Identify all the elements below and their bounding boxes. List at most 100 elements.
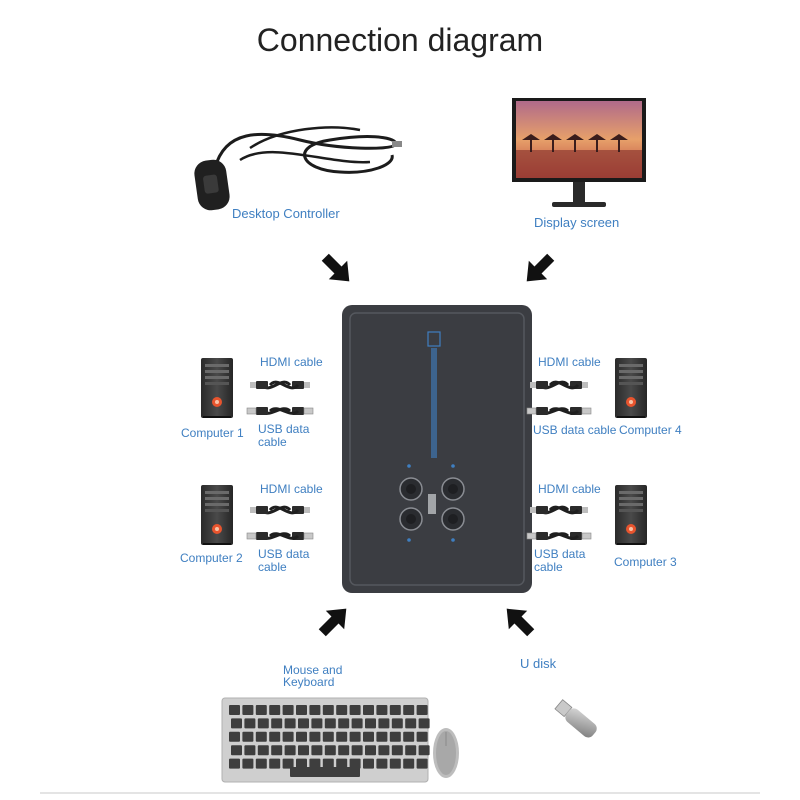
keyboard-key xyxy=(378,718,390,729)
keyboard-key xyxy=(365,745,376,756)
arrow-up-left-icon xyxy=(497,599,540,642)
usb-data-cable-label-4: USB data cable xyxy=(533,423,617,437)
usb-data-label-1: USB data xyxy=(258,422,310,436)
keyboard-key xyxy=(351,718,363,729)
cable-label-1: cable xyxy=(258,435,287,449)
keyboard-key xyxy=(324,745,336,756)
mouse-keyboard-label-line1: Mouse and xyxy=(283,663,343,677)
keyboard-key xyxy=(416,731,428,742)
u-disk-label: U disk xyxy=(520,656,557,671)
keyboard-key xyxy=(255,758,267,769)
keyboard-key xyxy=(231,718,242,729)
keyboard-key xyxy=(365,718,376,729)
keyboard-key xyxy=(338,718,350,729)
computer-4-label: Computer 4 xyxy=(619,423,682,437)
keyboard-key xyxy=(255,705,267,715)
keyboard-key xyxy=(336,758,348,769)
keyboard-key xyxy=(378,745,390,756)
keyboard-key xyxy=(244,718,256,729)
keyboard-key xyxy=(282,731,294,742)
cable-label-3: cable xyxy=(534,560,563,574)
keyboard-key xyxy=(403,705,415,715)
computer-3-label: Computer 3 xyxy=(614,555,677,569)
keyboard-key xyxy=(296,758,307,769)
keyboard-key xyxy=(389,758,401,769)
hdmi-cable-label-4: HDMI cable xyxy=(538,355,601,369)
port-button xyxy=(441,507,465,531)
keyboard-key xyxy=(389,731,401,742)
keyboard-key xyxy=(322,758,334,769)
keyboard-key xyxy=(282,758,294,769)
keyboard-key xyxy=(336,731,348,742)
keyboard-key xyxy=(405,745,417,756)
desktop-controller-icon xyxy=(194,126,402,211)
keyboard-key xyxy=(418,718,430,729)
keyboard-key xyxy=(338,745,350,756)
arrow-down-left-icon xyxy=(517,248,560,291)
hdmi-cable-label-3: HDMI cable xyxy=(538,482,601,496)
computer-4-icon xyxy=(615,358,647,418)
keyboard-key xyxy=(336,705,348,715)
keyboard-icon xyxy=(221,697,430,783)
keyboard-key xyxy=(376,731,388,742)
keyboard-key xyxy=(376,758,388,769)
computer-2-label: Computer 2 xyxy=(180,551,243,565)
keyboard-key xyxy=(255,731,267,742)
keyboard-key xyxy=(271,745,283,756)
computer-1-label: Computer 1 xyxy=(181,426,244,440)
keyboard-key xyxy=(416,705,428,715)
keyboard-key xyxy=(349,705,361,715)
keyboard-key xyxy=(229,705,240,715)
keyboard-key xyxy=(311,745,323,756)
port-button xyxy=(399,507,423,531)
keyboard-spacebar xyxy=(290,767,360,777)
keyboard-key xyxy=(405,718,417,729)
keyboard-key xyxy=(363,705,374,715)
keyboard-key xyxy=(309,705,321,715)
keyboard-key xyxy=(403,758,415,769)
keyboard-key xyxy=(311,718,323,729)
hdmi-cable-label-2: HDMI cable xyxy=(260,482,323,496)
keyboard-key xyxy=(269,758,281,769)
keyboard-key xyxy=(284,718,296,729)
arrow-up-right-icon xyxy=(313,599,356,642)
computer-1-icon xyxy=(201,358,233,418)
keyboard-key xyxy=(229,731,240,742)
hdmi-cable-label-1: HDMI cable xyxy=(260,355,323,369)
arrow-down-right-icon xyxy=(316,248,359,291)
computer-2-icon xyxy=(201,485,233,545)
keyboard-key xyxy=(351,745,363,756)
display-screen-label: Display screen xyxy=(534,215,620,230)
port-button xyxy=(441,477,465,501)
keyboard-key xyxy=(296,705,307,715)
keyboard-key xyxy=(271,718,283,729)
cable-label-2: cable xyxy=(258,560,287,574)
keyboard-key xyxy=(244,745,256,756)
display-screen-icon xyxy=(512,98,646,207)
keyboard-key xyxy=(416,758,428,769)
keyboard-key xyxy=(403,731,415,742)
desktop-controller-label: Desktop Controller xyxy=(232,206,340,221)
keyboard-key xyxy=(391,718,403,729)
keyboard-key xyxy=(418,745,430,756)
keyboard-key xyxy=(363,731,374,742)
keyboard-key xyxy=(282,705,294,715)
keyboard-key xyxy=(257,718,269,729)
keyboard-key xyxy=(376,705,388,715)
keyboard-key xyxy=(322,705,334,715)
u-disk-icon xyxy=(554,699,597,738)
usb-data-label-3: USB data xyxy=(534,547,586,561)
keyboard-key xyxy=(269,731,281,742)
mouse-keyboard-label-line2: Keyboard xyxy=(283,675,335,689)
keyboard-key xyxy=(242,758,254,769)
keyboard-key xyxy=(298,718,309,729)
keyboard-key xyxy=(296,731,307,742)
keyboard-key xyxy=(322,731,334,742)
keyboard-key xyxy=(229,758,240,769)
keyboard-key xyxy=(391,745,403,756)
divider xyxy=(40,792,760,794)
keyboard-key xyxy=(298,745,309,756)
keyboard-key xyxy=(389,705,401,715)
keyboard-key xyxy=(242,731,254,742)
mouse-icon xyxy=(433,728,459,778)
